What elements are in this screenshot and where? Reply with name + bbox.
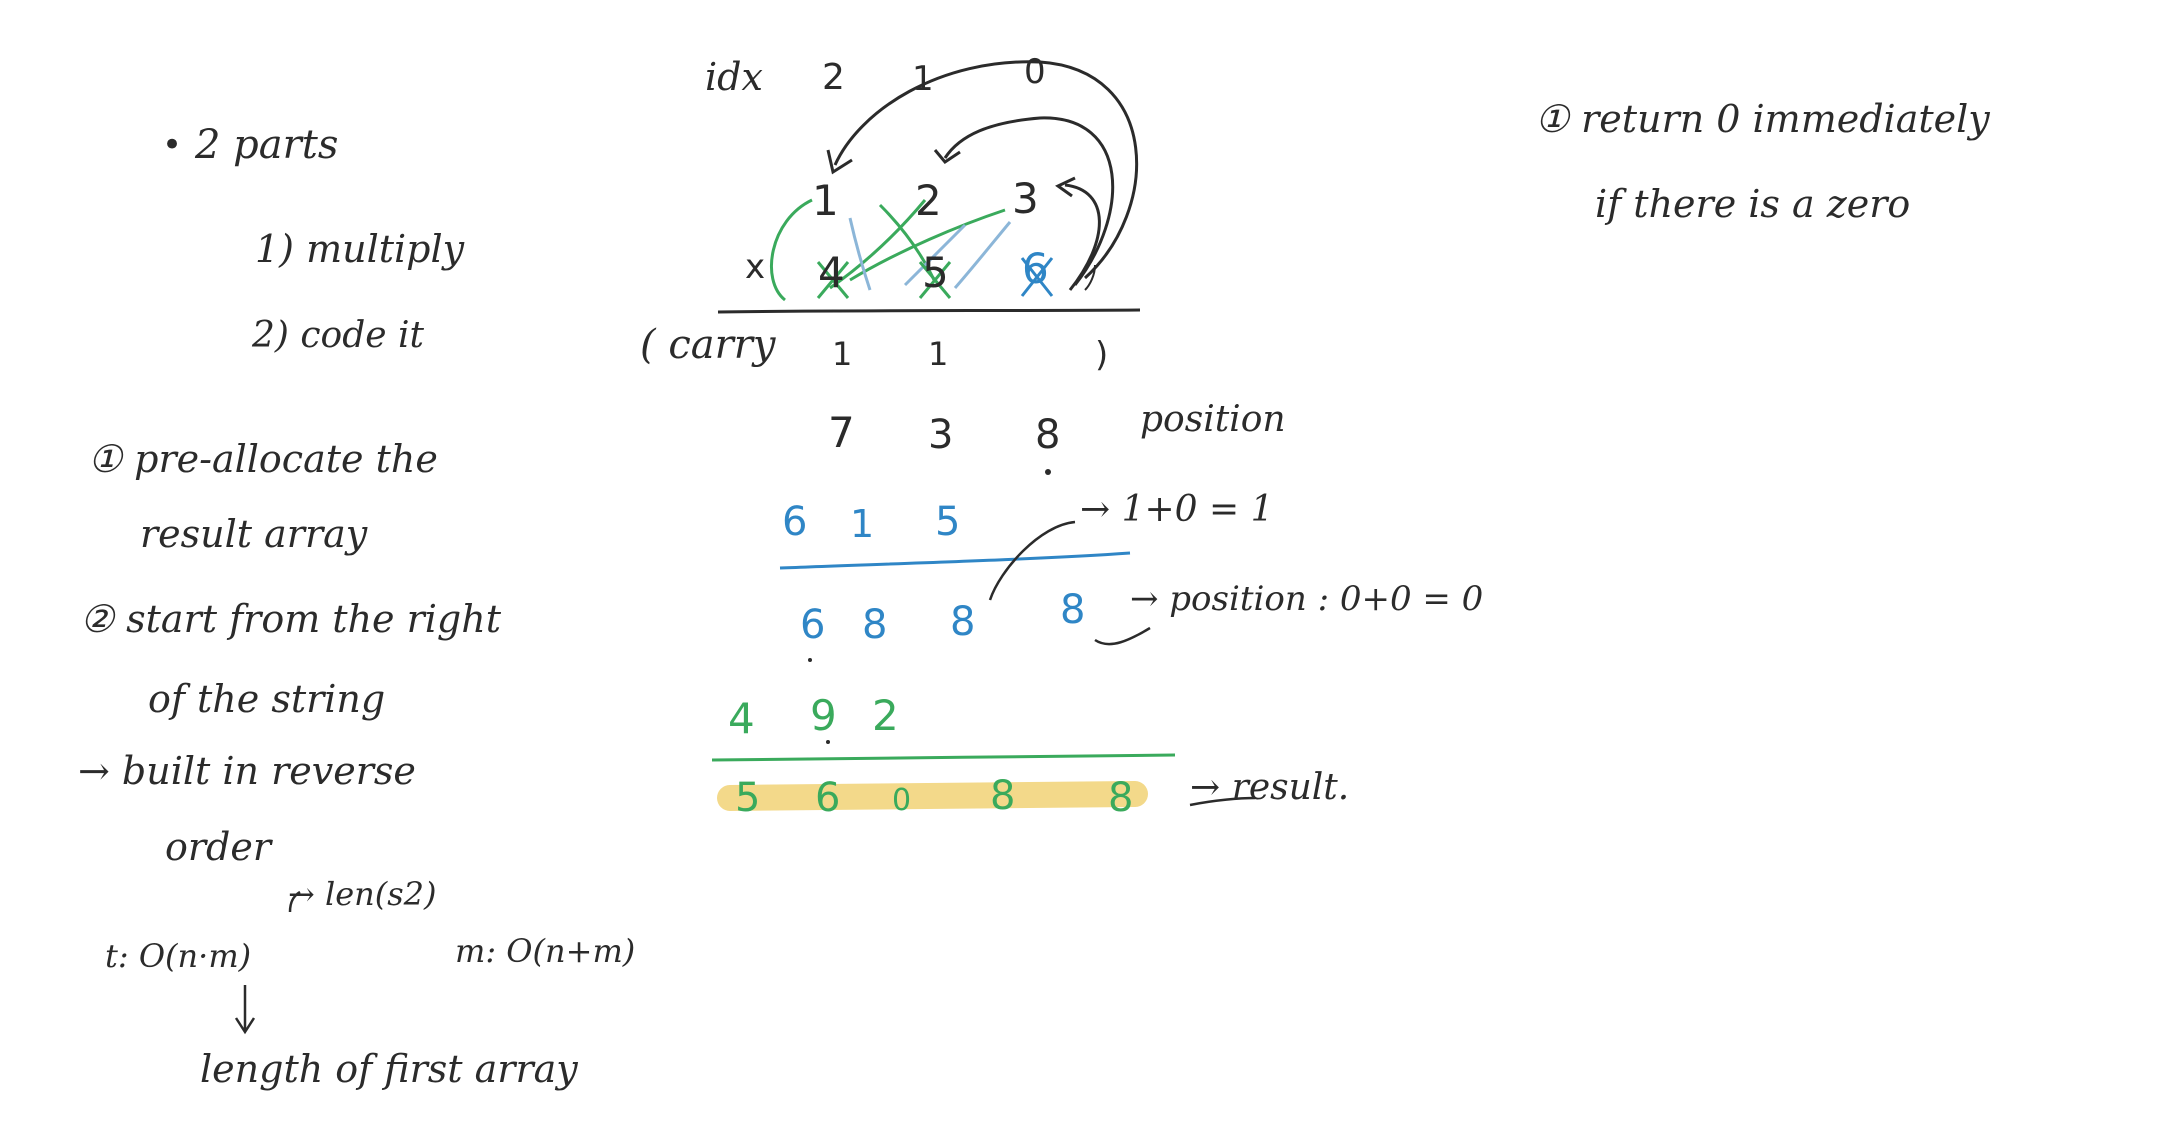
result-highlight [717,781,1148,811]
result-digit-8b: 8 [1108,775,1134,821]
carry-1: 1 [832,335,853,373]
blue-arrow-1 [848,217,872,291]
note-arrow-1 [988,520,1076,601]
partial3-digit-2: 2 [872,691,899,740]
idx-0: 0 [1024,52,1046,92]
note-time-complexity: t: O(n·m) [105,937,252,975]
note-step-2: 2) code it [252,315,425,356]
bottom-digit-4: 4 [818,248,845,297]
top-digit-2: 2 [915,176,942,225]
note-reverse-2: order [165,825,272,869]
note-preallocate-1: ① pre-allocate the [88,437,438,481]
carry-2: 1 [928,335,949,373]
idx-1: 1 [912,59,934,99]
note-space-complexity: m: O(n+m) [455,932,636,970]
position-digit-3: 3 [928,412,954,458]
partial2-digit-8c: 8 [1060,587,1086,633]
arrow-5-curve [1084,264,1096,291]
arrow-6-to-1 [833,60,1139,280]
partial2-digit-6: 6 [800,602,826,648]
partial2-note: → position : 0+0 = 0 [1130,579,1484,619]
idx-label: idx [705,55,763,99]
position-digit-7: 7 [828,408,855,457]
bullet: • [162,125,183,165]
note-start-right-2: of the string [148,677,386,721]
partial2-digit-8a: 8 [862,602,888,648]
note-step-1: 1) multiply [255,227,465,271]
note-preallocate-2: result array [140,512,368,556]
position-label: position [1140,399,1286,440]
idx-2: 2 [822,57,845,98]
bottom-digit-6: 6 [1022,244,1049,293]
partial1-digit-6: 6 [782,499,808,545]
result-digit-6: 6 [815,775,841,821]
cross-5 [918,261,952,299]
times-sign: x [745,247,766,287]
partial3-digit-4: 4 [728,694,755,743]
arrowhead-6-to-3 [1055,176,1076,198]
sum-line-blue [779,551,1131,570]
carry-close: ) [1095,335,1109,375]
dot-2 [808,658,812,662]
partial1-digit-1: 1 [850,502,875,546]
carry-open: ( carry [640,322,776,368]
green-arrow-1 [770,198,813,302]
arrow-6-to-2 [943,116,1115,286]
top-digit-3: 3 [1012,174,1039,223]
note-return-2: if there is a zero [1595,182,1911,226]
sum-line-green [711,753,1176,762]
multiply-line [717,308,1141,314]
note-return-1: ① return 0 immediately [1535,97,1990,141]
green-arrow-2 [829,199,927,290]
blue-arrow-3 [953,221,1012,289]
note-reverse-1: → built in reverse [78,749,416,793]
note-two-parts: 2 parts [195,122,339,168]
note-len-s2: → len(s2) [288,875,437,913]
result-arrow [1189,796,1256,807]
dot-1 [1045,469,1051,475]
result-digit-0: 0 [892,783,912,818]
bottom-digit-5: 5 [922,248,949,297]
note-length-first-array: length of first array [200,1047,578,1091]
partial1-digit-5: 5 [935,499,961,545]
result-digit-5: 5 [735,775,761,821]
partial1-note: → 1+0 = 1 [1080,489,1274,530]
arrowhead-6-to-1 [826,149,853,175]
arrowhead-6-to-2 [933,149,961,164]
cross-6 [1020,257,1054,297]
cross-4 [816,261,850,299]
partial3-digit-9: 9 [810,691,837,740]
note-arrow-2 [1094,626,1151,646]
blue-arrow-2 [903,223,967,287]
green-arrow-3 [849,208,1006,282]
position-digit-8: 8 [1035,412,1061,458]
down-arrow [234,985,256,1035]
result-label: → result. [1190,767,1350,808]
len-arrow [288,890,301,913]
dot-3 [826,740,830,744]
arrow-6-to-3 [1064,183,1101,291]
partial2-digit-8b: 8 [950,599,976,645]
note-start-right-1: ② start from the right [80,597,502,641]
top-digit-1: 1 [812,176,839,225]
result-digit-8a: 8 [990,773,1016,819]
